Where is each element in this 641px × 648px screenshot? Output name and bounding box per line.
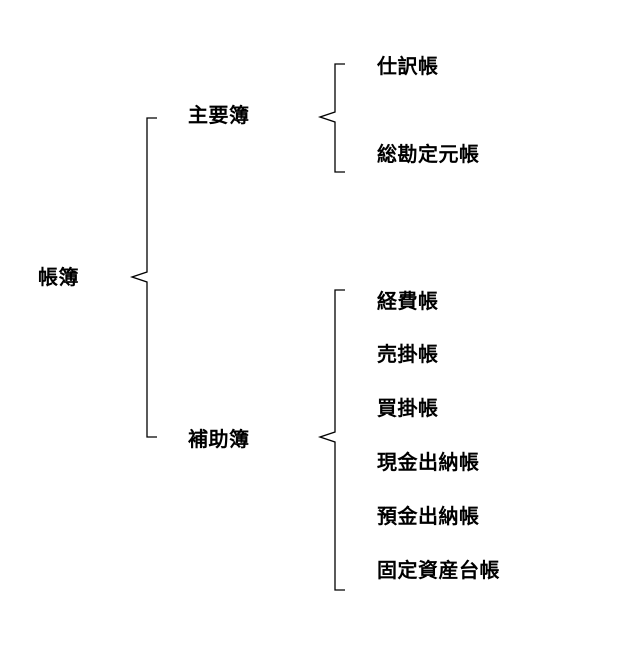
root-bracket	[129, 117, 157, 438]
leaf-general-ledger: 総勘定元帳	[377, 142, 480, 166]
group-label-main-books: 主要簿	[188, 103, 250, 127]
leaf-fixed-asset-ledger: 固定資産台帳	[377, 558, 500, 582]
sub-books-bracket	[317, 289, 345, 591]
leaf-deposit-book: 預金出納帳	[377, 504, 480, 528]
leaf-cash-book: 現金出納帳	[377, 450, 480, 474]
main-books-bracket	[317, 63, 345, 173]
leaf-accounts-receivable: 売掛帳	[377, 342, 439, 366]
root-label: 帳簿	[38, 265, 79, 289]
leaf-accounts-payable: 買掛帳	[377, 396, 439, 420]
leaf-expense-book: 経費帳	[377, 289, 439, 313]
leaf-journal: 仕訳帳	[377, 54, 439, 78]
group-label-sub-books: 補助簿	[188, 427, 250, 451]
